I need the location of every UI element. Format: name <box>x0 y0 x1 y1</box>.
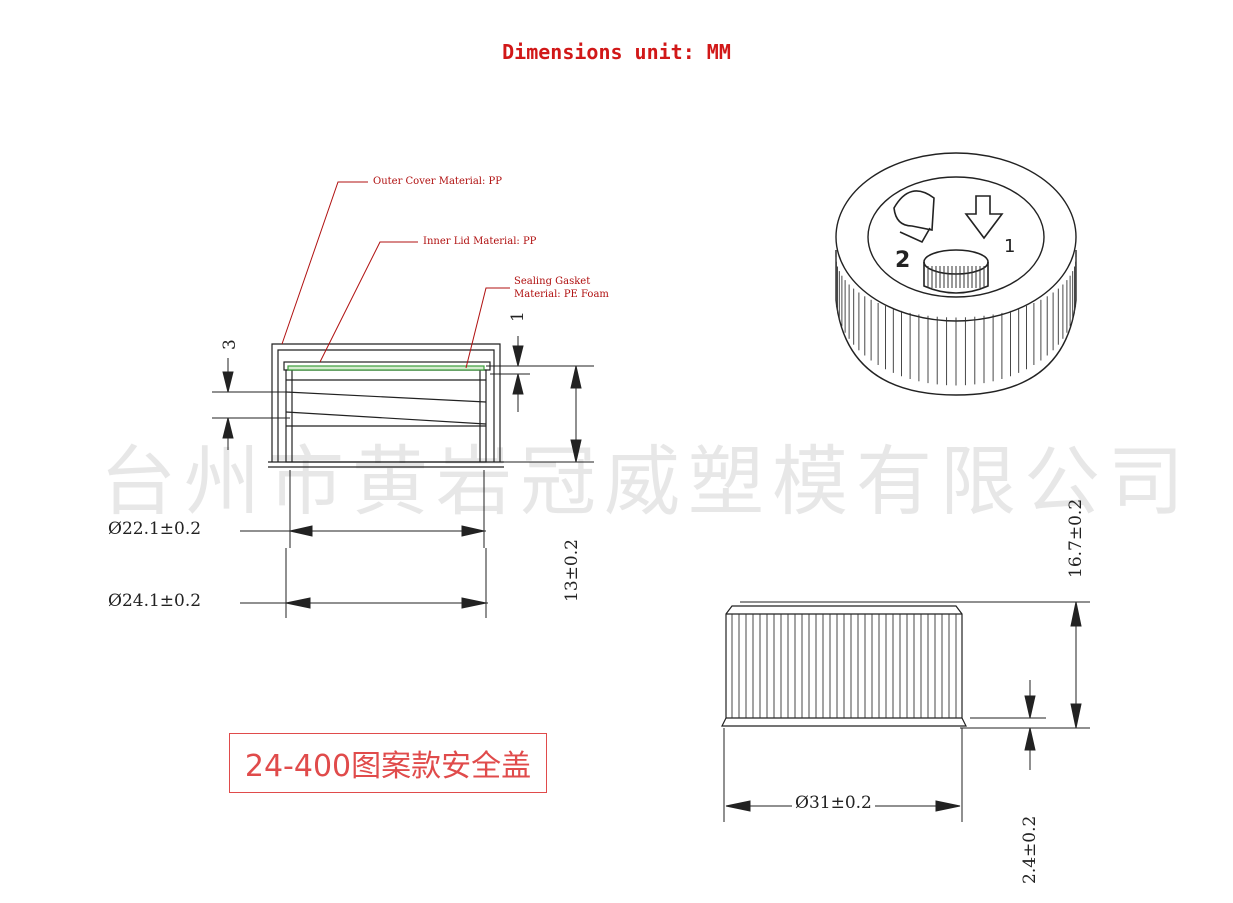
top-gap-label: 3 <box>220 339 240 350</box>
diameter-inner-label: Ø22.1±0.2 <box>108 519 202 539</box>
company-watermark: 台州市黄岩冠威塑模有限公司 <box>100 437 1192 526</box>
product-caption: 24-400图案款安全盖 <box>229 733 547 793</box>
step-1-mark: 1 <box>1004 236 1016 257</box>
side-view-ribs <box>731 614 957 718</box>
diameter-icon: Ø <box>108 519 122 539</box>
page-title: Dimensions unit: MM <box>502 40 731 64</box>
section-dimension-lines <box>212 336 594 618</box>
inner-lid-callout: Inner Lid Material: PP <box>423 236 537 247</box>
isometric-ribs <box>835 257 1077 386</box>
diameter-outer-label: Ø24.1±0.2 <box>108 591 202 611</box>
cap-section-view <box>268 343 504 468</box>
diameter-icon: Ø <box>108 591 122 611</box>
knurl-lines <box>927 266 985 288</box>
skirt-height-label: 2.4±0.2 <box>1020 815 1040 884</box>
total-height-label: 16.7±0.2 <box>1066 498 1086 578</box>
step-2-mark: 2 <box>895 248 911 273</box>
gasket-thickness-label: 1 <box>508 311 528 322</box>
push-turn-icons <box>893 190 1004 294</box>
gasket-callout-line2: Material: PE Foam <box>514 289 609 300</box>
cap-isometric-view <box>835 152 1077 396</box>
diameter-icon: Ø <box>795 793 809 813</box>
gasket-callout-line1: Sealing Gasket <box>514 276 591 287</box>
inner-height-label: 13±0.2 <box>562 539 582 602</box>
cap-diameter-label: Ø31±0.2 <box>792 793 875 813</box>
outer-cover-callout: Outer Cover Material: PP <box>373 176 503 187</box>
callout-leaders <box>281 181 510 369</box>
